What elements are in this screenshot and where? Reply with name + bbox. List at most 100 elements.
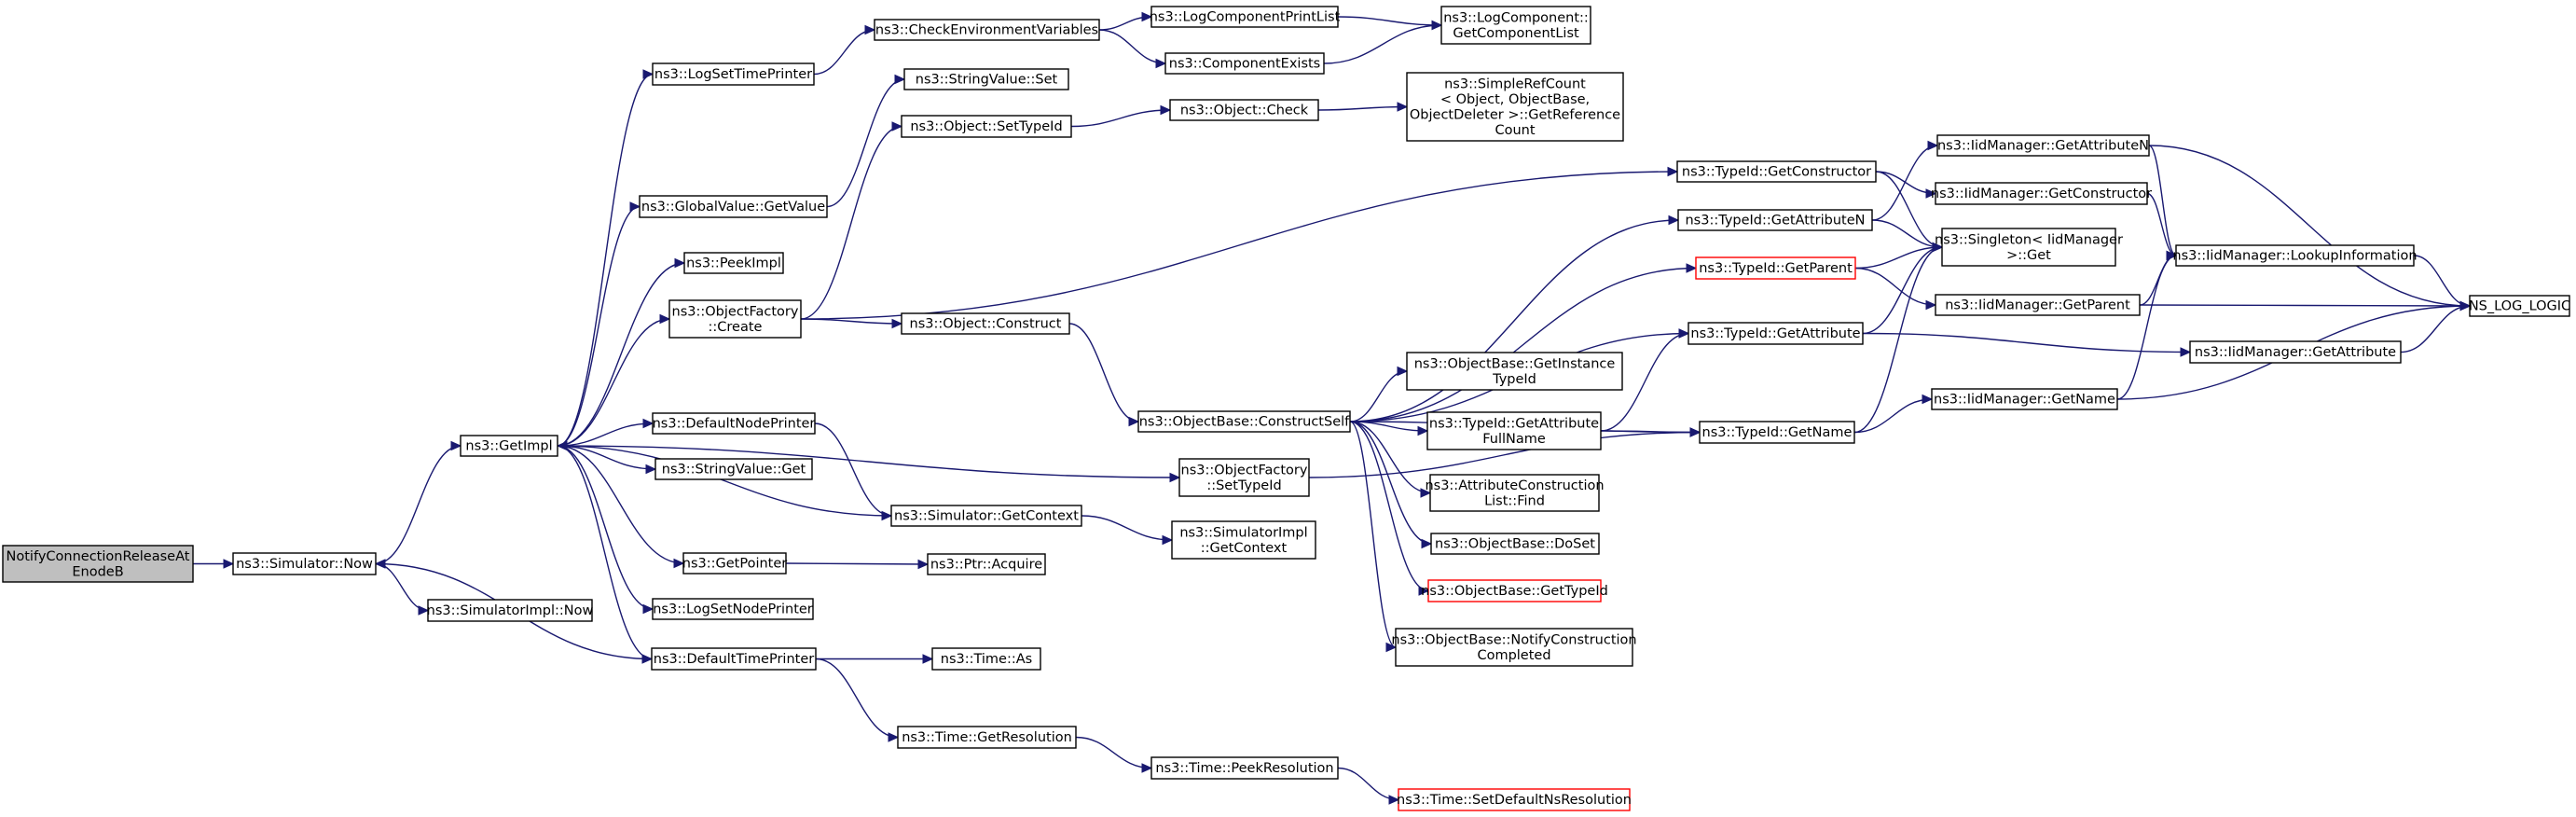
arrowhead-logsettime-to-checkenv: [864, 24, 876, 35]
node-label: ns3::Time::As: [941, 652, 1032, 667]
node-objbasegettypeid[interactable]: ns3::ObjectBase::GetTypeId: [1421, 579, 1608, 602]
node-iidgetname[interactable]: ns3::IidManager::GetName: [1931, 388, 2118, 410]
arrowhead-objbaseconstruct-to-objbasenotify: [1385, 642, 1398, 653]
node-typeidgetparent[interactable]: ns3::TypeId::GetParent: [1695, 256, 1856, 280]
node-box: [1164, 52, 1325, 75]
node-label: ns3::ObjectBase::NotifyConstruction: [1391, 632, 1636, 647]
node-iidgetattrn[interactable]: ns3::IidManager::GetAttributeN: [1936, 134, 2150, 157]
node-box: [652, 598, 814, 620]
edges-layer: [192, 11, 2472, 805]
arrowhead-simgetcontext-to-getimpl: [556, 440, 568, 451]
node-strvalset[interactable]: ns3::StringValue::Set: [903, 68, 1069, 90]
node-label: ns3::TypeId::GetName: [1702, 425, 1853, 440]
node-box: [2469, 295, 2570, 317]
node-objbasenotify[interactable]: ns3::ObjectBase::NotifyConstructionCompl…: [1391, 628, 1637, 667]
arrowhead-getimpl-to-logsetnode: [642, 603, 654, 615]
node-objbasedoset[interactable]: ns3::ObjectBase::DoSet: [1430, 533, 1600, 555]
node-simimplnow[interactable]: ns3::SimulatorImpl::Now: [427, 599, 594, 622]
arrowhead-simnow-to-simimplnow: [418, 605, 430, 616]
node-typeidgetattr[interactable]: ns3::TypeId::GetAttribute: [1687, 322, 1864, 345]
node-timepeekres[interactable]: ns3::Time::PeekResolution: [1150, 756, 1339, 780]
node-typeidgetattrn[interactable]: ns3::TypeId::GetAttributeN: [1677, 209, 1873, 231]
node-ptracquire[interactable]: ns3::Ptr::Acquire: [927, 553, 1046, 575]
node-label: >::Get: [2006, 248, 2051, 263]
edge-objsettypeid-to-objcheck: [1070, 109, 1171, 128]
node-typeidgetname[interactable]: ns3::TypeId::GetName: [1699, 421, 1855, 444]
node-label: ns3::SimulatorImpl::Now: [427, 603, 594, 618]
node-peekimpl[interactable]: ns3::PeekImpl: [683, 252, 784, 274]
edge-iidlookup-to-nslog: [2413, 255, 2471, 307]
node-box: [1676, 160, 1877, 183]
node-iidgetattr[interactable]: ns3::IidManager::GetAttribute: [2189, 340, 2402, 364]
node-simnow[interactable]: ns3::Simulator::Now: [232, 552, 377, 575]
arrowhead-getpointer-to-ptracquire: [917, 559, 930, 570]
node-box: [897, 726, 1077, 749]
node-label: ns3::IidManager::LookupInformation: [2172, 249, 2417, 264]
node-objfactcreate[interactable]: ns3::ObjectFactory::Create: [668, 299, 802, 339]
node-label: ns3::GlobalValue::GetValue: [641, 200, 825, 215]
node-box: [2189, 340, 2402, 364]
node-logcompgetlist[interactable]: ns3::LogComponent::GetComponentList: [1440, 6, 1591, 45]
node-label: ns3::GetPointer: [682, 557, 788, 572]
node-strvalget[interactable]: ns3::StringValue::Get: [654, 458, 813, 480]
arrowhead-objcheck-to-simplerefcount: [1397, 102, 1409, 112]
node-nslog[interactable]: NS_LOG_LOGIC: [2469, 295, 2570, 317]
node-timesetdefault[interactable]: ns3::Time::SetDefaultNsResolution: [1397, 788, 1632, 811]
edge-iidgetattr-to-nslog: [2400, 305, 2471, 353]
arrowhead-objbaseconstruct-to-typeidgetparent: [1686, 263, 1698, 273]
edge-typeidgetparent-to-iidgetparent: [1854, 267, 1936, 306]
edge-typeidgetattrfull-to-typeidgetattr: [1600, 332, 1689, 432]
arrowhead-objfactcreate-to-objsettypeid: [891, 121, 903, 132]
node-checkenv[interactable]: ns3::CheckEnvironmentVariables: [874, 19, 1100, 41]
nodes-layer: NotifyConnectionReleaseAtEnodeBns3::Simu…: [2, 6, 2570, 811]
node-logsettime[interactable]: ns3::LogSetTimePrinter: [652, 62, 815, 86]
node-label: ns3::TypeId::GetConstructor: [1682, 165, 1871, 180]
node-compexists[interactable]: ns3::ComponentExists: [1164, 52, 1325, 75]
node-box: [1137, 410, 1351, 433]
node-simplerefcount[interactable]: ns3::SimpleRefCount< Object, ObjectBase,…: [1406, 72, 1624, 142]
node-logcompprint[interactable]: ns3::LogComponentPrintList: [1150, 6, 1341, 28]
node-box: [1171, 520, 1316, 560]
node-simgetcontext[interactable]: ns3::Simulator::GetContext: [890, 505, 1082, 527]
node-objsettypeid[interactable]: ns3::Object::SetTypeId: [901, 115, 1072, 138]
node-label: ns3::ComponentExists: [1169, 57, 1321, 72]
node-box: [1430, 533, 1600, 555]
node-box: [2175, 244, 2415, 267]
node-iidlookup[interactable]: ns3::IidManager::LookupInformation: [2172, 244, 2418, 267]
node-box: [890, 505, 1082, 527]
node-simimplgetctx[interactable]: ns3::SimulatorImpl::GetContext: [1171, 520, 1316, 560]
node-objconstruct[interactable]: ns3::Object::Construct: [901, 312, 1070, 335]
edge-typeidgetname-to-iidgetname: [1853, 398, 1933, 434]
node-logsetnode[interactable]: ns3::LogSetNodePrinter: [652, 598, 814, 620]
node-getpointer[interactable]: ns3::GetPointer: [682, 552, 788, 575]
node-typeidgetctor[interactable]: ns3::TypeId::GetConstructor: [1676, 160, 1877, 183]
node-timegetres[interactable]: ns3::Time::GetResolution: [897, 726, 1077, 749]
node-objbaseconstruct[interactable]: ns3::ObjectBase::ConstructSelf: [1137, 410, 1351, 433]
arrowhead-typeidgetattrn-to-iidgetattrn: [1927, 140, 1939, 151]
edge-getimpl-to-deftimeprinter: [557, 445, 653, 660]
node-iidgetparent[interactable]: ns3::IidManager::GetParent: [1935, 294, 2141, 316]
arrowhead-deftimeprinter-to-timeas: [922, 654, 934, 664]
node-objfactsettype[interactable]: ns3::ObjectFactory::SetTypeId: [1178, 458, 1310, 497]
node-label: TypeId: [1492, 372, 1536, 387]
node-box: [1150, 6, 1339, 28]
node-label: ns3::TypeId::GetAttributeN: [1685, 214, 1865, 228]
node-timeas[interactable]: ns3::Time::As: [931, 647, 1041, 671]
node-iidgetctor[interactable]: ns3::IidManager::GetConstructor: [1931, 182, 2152, 205]
edge-objconstruct-to-objbaseconstruct: [1068, 323, 1139, 422]
node-deftimeprinter[interactable]: ns3::DefaultTimePrinter: [651, 647, 817, 671]
node-objcheck[interactable]: ns3::Object::Check: [1169, 99, 1319, 121]
node-box: [1936, 134, 2150, 157]
node-singleton[interactable]: ns3::Singleton< IidManager >::Get: [1935, 228, 2123, 267]
edge-iidgetctor-to-iidlookup: [2146, 192, 2177, 256]
edge-simnow-to-getimpl: [375, 445, 461, 565]
node-globalvalue[interactable]: ns3::GlobalValue::GetValue: [639, 195, 828, 218]
node-defnodeprinter[interactable]: ns3::DefaultNodePrinter: [652, 412, 816, 435]
arrowhead-deftimeprinter-to-simnow: [374, 559, 386, 569]
node-getimpl[interactable]: ns3::GetImpl: [460, 435, 558, 457]
